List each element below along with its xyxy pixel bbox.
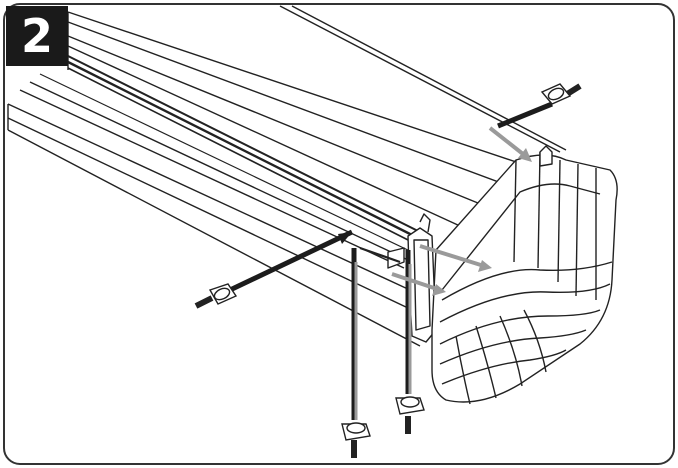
end-cap-band-4 [439, 329, 587, 365]
bolt-left-cap [213, 287, 231, 301]
rail-groove-3 [67, 67, 417, 245]
end-cap-facet-3 [557, 159, 561, 283]
rail-top-lip [279, 5, 561, 153]
step-number: 2 [20, 9, 53, 63]
arrowheads-dark [338, 232, 352, 244]
bracket-slot [413, 239, 431, 331]
arrowhead-left [338, 232, 352, 244]
end-cap-inner-rim [441, 183, 601, 291]
bolt-top-cap [547, 87, 565, 101]
arrowheads-grey [432, 148, 532, 296]
end-cap-clip [539, 145, 553, 167]
end-cap-facet-2 [537, 151, 541, 269]
bracket-clip [419, 213, 431, 233]
end-cap-band-3 [439, 309, 601, 345]
arrow-top-bolt [497, 101, 553, 129]
end-cap-curve-1 [455, 335, 471, 405]
end-cap-curve-4 [523, 309, 547, 373]
rail-channel-line-1 [67, 21, 521, 191]
end-cap-curve-2 [475, 325, 497, 399]
end-cap-facet-4 [575, 163, 579, 297]
rail-top-edge [67, 11, 541, 171]
frame-border [3, 3, 675, 465]
t-bolt-top [540, 83, 582, 105]
rail-top-lip-inner [291, 5, 567, 151]
t-bolt-bottom-right [395, 396, 425, 434]
arrow-grey-top [488, 126, 530, 160]
end-cap-curve-3 [499, 315, 523, 387]
bolt-bottom-right-cap [400, 396, 420, 408]
rail-channel-line-3 [67, 45, 461, 227]
end-cap-band-5 [441, 349, 567, 385]
rail-lower-edge-1 [7, 103, 411, 291]
end-cap-band-1 [441, 261, 613, 301]
arrows-dark [228, 101, 553, 420]
arrowhead-grey-top [518, 148, 532, 162]
bracket-tab [387, 247, 405, 269]
end-cap-outline [431, 154, 618, 403]
bolt-bottom-left-cap [346, 422, 366, 434]
rounded-end-cap [431, 145, 618, 405]
step-number-badge: 2 [6, 6, 68, 66]
rail-groove-4 [39, 73, 413, 253]
arrowhead-grey-low [432, 284, 446, 296]
joint-bracket [359, 213, 437, 343]
rail-bottom-edge [7, 129, 421, 347]
bracket-rib [359, 246, 401, 264]
arrow-left-bolt [228, 229, 354, 293]
rail-groove-6 [19, 89, 405, 269]
rail-groove-1 [67, 55, 421, 233]
rail-groove-5 [29, 81, 409, 261]
rail-groove-2 [67, 60, 419, 240]
t-bolt-bottom-left [341, 422, 371, 458]
t-bolt-left [194, 283, 238, 309]
end-cap-band-2 [439, 283, 611, 323]
end-cap-facet-1 [513, 159, 517, 263]
arrowhead-grey-mid [478, 260, 492, 272]
rail-lower-edge-2 [7, 117, 409, 309]
bolt-left-thread [194, 295, 214, 309]
arrow-grey-low [391, 272, 441, 292]
arrows-grey [354, 126, 530, 420]
rail-channel-line-2 [67, 35, 501, 213]
arrow-grey-mid [419, 244, 485, 268]
mounting-rail [7, 5, 567, 347]
